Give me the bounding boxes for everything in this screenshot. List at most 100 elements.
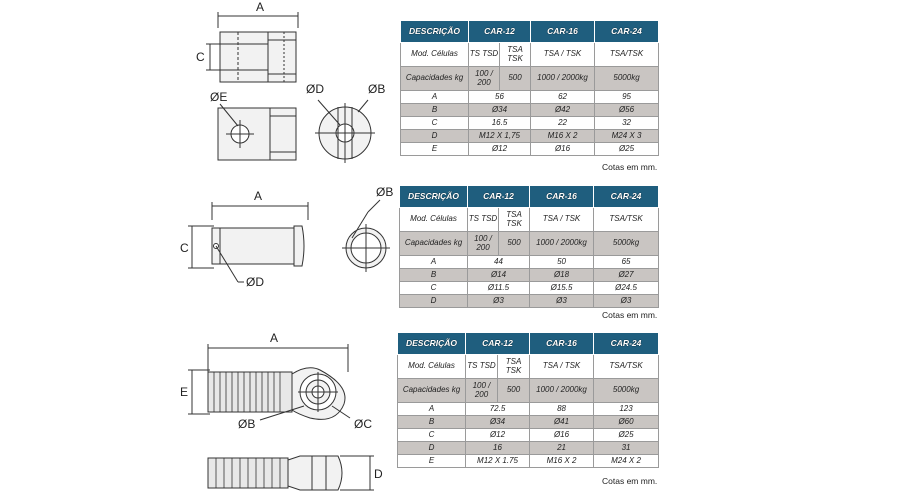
dim-c-label: C <box>180 241 189 255</box>
cap-c12a: 100 / 200 <box>467 231 499 256</box>
row-v16: 62 <box>530 90 596 104</box>
row-v24: 32 <box>594 116 660 130</box>
row-label: B <box>400 103 469 117</box>
header-car16: CAR-16 <box>529 332 595 355</box>
row-v24: M24 X 3 <box>594 129 660 143</box>
model-c24: TSA/TSK <box>593 354 660 379</box>
spec-table-2: DESCRIÇÃO CAR-12 CAR-16 CAR-24 Mod. Célu… <box>399 185 660 308</box>
model-c16: TSA / TSK <box>529 354 595 379</box>
header-car24: CAR-24 <box>593 332 660 355</box>
row-v24: Ø56 <box>594 103 660 117</box>
row-label: C <box>397 428 466 442</box>
row-v24: M24 X 2 <box>593 454 660 468</box>
row-v16: Ø3 <box>529 294 595 308</box>
row-label: D <box>399 294 468 308</box>
dim-e-label: ØE <box>210 90 227 104</box>
dim-d-label: ØD <box>306 82 324 96</box>
row-v16: Ø41 <box>529 415 595 429</box>
cap-c12b: 500 <box>498 66 532 91</box>
row-label: E <box>397 454 466 468</box>
cap-c24: 5000kg <box>594 66 660 91</box>
pin-drawing: A C ØD ØB <box>180 185 393 289</box>
dim-a-label: A <box>270 331 278 345</box>
header-descricao: DESCRIÇÃO <box>400 20 469 43</box>
row-v16: Ø15.5 <box>529 281 595 295</box>
model-label: Mod. Células <box>399 207 468 232</box>
row-v12: 72.5 <box>464 402 531 416</box>
row-v24: 123 <box>593 402 660 416</box>
row-v24: Ø60 <box>593 415 660 429</box>
cap-c24: 5000kg <box>593 378 660 403</box>
model-c12a: TS TSD <box>468 42 500 67</box>
row-v16: 88 <box>529 402 595 416</box>
header-descricao: DESCRIÇÃO <box>399 185 468 208</box>
dim-c-label: ØC <box>354 417 372 431</box>
row-v16: M16 X 2 <box>529 454 595 468</box>
row-label: D <box>400 129 469 143</box>
cap-label: Capacidades kg <box>400 66 469 91</box>
header-car12: CAR-12 <box>467 20 532 43</box>
row-label: E <box>400 142 469 156</box>
row-v24: 31 <box>593 441 660 455</box>
model-c12a: TS TSD <box>467 207 499 232</box>
cap-c12b: 500 <box>496 378 531 403</box>
row-v16: Ø42 <box>530 103 596 117</box>
spec-table-1: DESCRIÇÃO CAR-12 CAR-16 CAR-24 Mod. Célu… <box>400 20 660 156</box>
row-v16: Ø16 <box>530 142 596 156</box>
header-car16: CAR-16 <box>530 20 596 43</box>
row-v12: Ø3 <box>466 294 531 308</box>
row-v12: Ø34 <box>464 415 531 429</box>
header-descricao: DESCRIÇÃO <box>397 332 466 355</box>
cap-c12a: 100 / 200 <box>468 66 500 91</box>
cap-c12a: 100 / 200 <box>465 378 498 403</box>
row-v24: Ø25 <box>593 428 660 442</box>
rod-end-drawing: A E ØB ØC D <box>180 331 383 491</box>
header-car12: CAR-12 <box>464 332 531 355</box>
dim-b-label: ØB <box>368 82 385 96</box>
row-label: C <box>400 116 469 130</box>
cap-c16: 1000 / 2000kg <box>529 231 595 256</box>
row-label: A <box>399 255 468 269</box>
header-car24: CAR-24 <box>593 185 660 208</box>
dim-d-label: ØD <box>246 275 264 289</box>
row-v12: Ø11.5 <box>466 281 531 295</box>
model-c24: TSA/TSK <box>593 207 660 232</box>
cap-c16: 1000 / 2000kg <box>529 378 595 403</box>
dim-b-label: ØB <box>376 185 393 199</box>
row-v16: M16 X 2 <box>530 129 596 143</box>
row-v12: 16 <box>464 441 531 455</box>
model-c12b: TSA TSK <box>496 354 531 379</box>
row-label: D <box>397 441 466 455</box>
dim-a-label: A <box>256 0 264 14</box>
row-label: C <box>399 281 468 295</box>
row-label: B <box>399 268 468 282</box>
row-v16: Ø16 <box>529 428 595 442</box>
row-v12: Ø14 <box>466 268 531 282</box>
row-v24: Ø27 <box>593 268 660 282</box>
units-note: Cotas em mm. <box>602 162 658 172</box>
header-car12: CAR-12 <box>466 185 531 208</box>
model-c12b: TSA TSK <box>498 42 532 67</box>
model-c12b: TSA TSK <box>497 207 531 232</box>
row-v16: Ø18 <box>529 268 595 282</box>
units-note: Cotas em mm. <box>602 476 658 486</box>
row-v24: Ø24.5 <box>593 281 660 295</box>
row-v24: Ø25 <box>594 142 660 156</box>
model-label: Mod. Células <box>397 354 466 379</box>
dim-c-label: C <box>196 50 205 64</box>
model-c16: TSA / TSK <box>529 207 595 232</box>
row-label: A <box>397 402 466 416</box>
cap-label: Capacidades kg <box>399 231 468 256</box>
dim-e-label: E <box>180 385 188 399</box>
dim-d-label: D <box>374 467 383 481</box>
cap-c24: 5000kg <box>593 231 660 256</box>
spec-table-3: DESCRIÇÃO CAR-12 CAR-16 CAR-24 Mod. Célu… <box>397 332 660 468</box>
row-v12: 44 <box>466 255 531 269</box>
row-v12: M12 X 1,75 <box>467 129 532 143</box>
row-v12: Ø34 <box>467 103 532 117</box>
model-c16: TSA / TSK <box>530 42 596 67</box>
cap-c12b: 500 <box>497 231 531 256</box>
row-label: B <box>397 415 466 429</box>
row-v24: 65 <box>593 255 660 269</box>
dim-a-label: A <box>254 189 262 203</box>
